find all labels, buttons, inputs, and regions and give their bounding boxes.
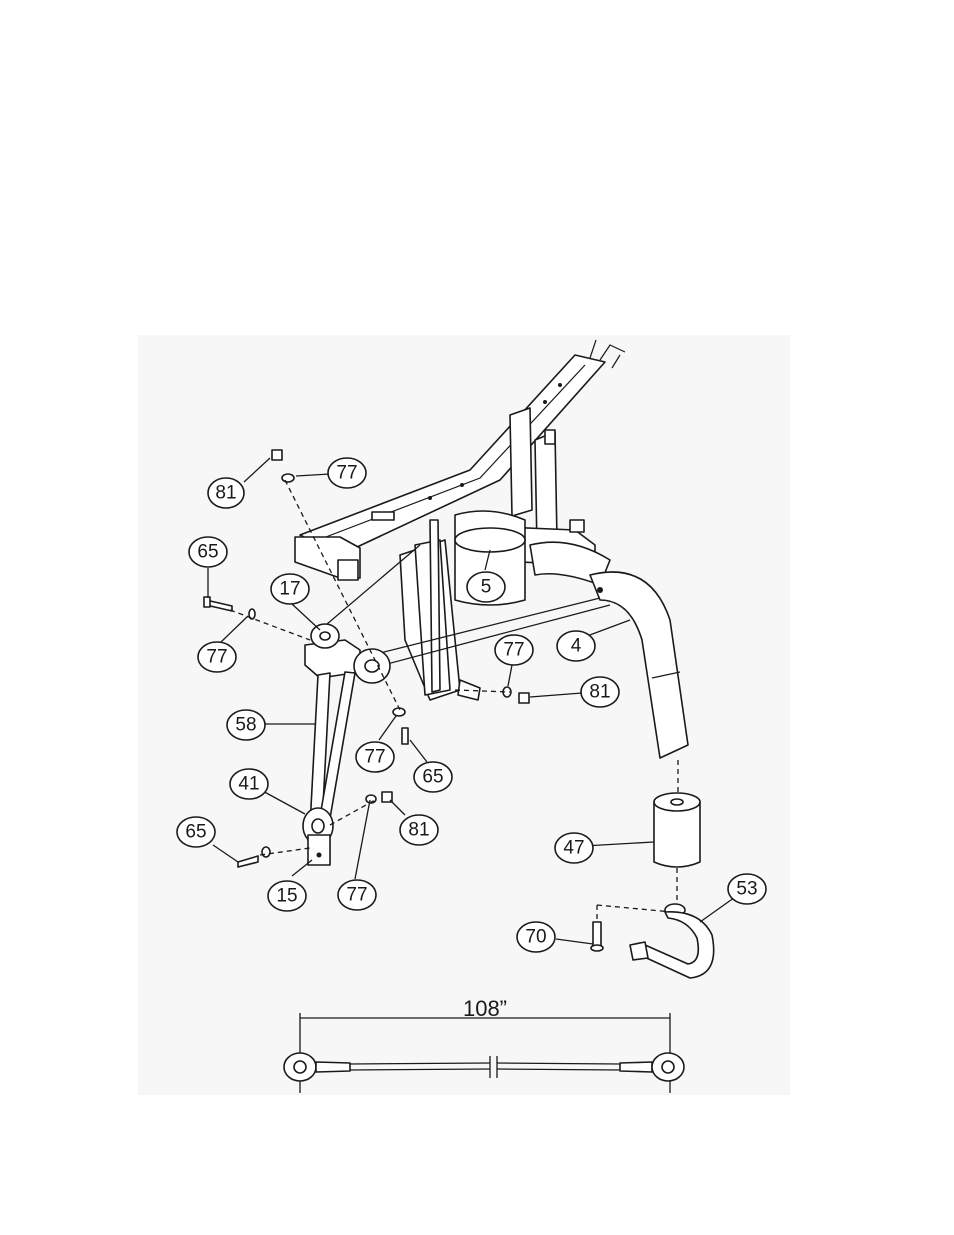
callout-77-top: 77 xyxy=(328,458,366,488)
pin xyxy=(591,922,603,951)
callout-47: 47 xyxy=(555,833,593,863)
callout-77-lower: 77 xyxy=(338,880,376,910)
svg-text:77: 77 xyxy=(336,463,357,484)
callout-70: 70 xyxy=(517,922,555,952)
svg-text:41: 41 xyxy=(238,774,259,795)
svg-text:81: 81 xyxy=(408,820,429,841)
callout-81-right: 81 xyxy=(581,677,619,707)
svg-text:77: 77 xyxy=(206,647,227,668)
svg-text:65: 65 xyxy=(197,542,218,563)
svg-text:70: 70 xyxy=(525,927,546,948)
cable-length-label: 108” xyxy=(463,996,507,1021)
svg-text:77: 77 xyxy=(346,885,367,906)
callout-65-left: 65 xyxy=(189,537,227,567)
svg-text:53: 53 xyxy=(736,879,757,900)
svg-text:47: 47 xyxy=(563,838,584,859)
svg-text:65: 65 xyxy=(185,822,206,843)
callout-41: 41 xyxy=(230,769,268,799)
callout-65-middle: 65 xyxy=(414,762,452,792)
svg-text:58: 58 xyxy=(235,715,256,736)
svg-text:5: 5 xyxy=(481,577,492,598)
svg-text:17: 17 xyxy=(279,579,300,600)
callout-77-right: 77 xyxy=(495,635,533,665)
svg-text:77: 77 xyxy=(364,747,385,768)
callout-77-middle: 77 xyxy=(356,742,394,772)
cable-ferrule-right xyxy=(620,1062,652,1072)
svg-text:77: 77 xyxy=(503,640,524,661)
sleeve-tube xyxy=(654,793,700,867)
callout-17: 17 xyxy=(271,574,309,604)
callout-65-lower: 65 xyxy=(177,817,215,847)
svg-text:4: 4 xyxy=(571,636,582,657)
callout-4: 4 xyxy=(557,631,595,661)
callout-58: 58 xyxy=(227,710,265,740)
svg-text:65: 65 xyxy=(422,767,443,788)
svg-text:81: 81 xyxy=(215,483,236,504)
svg-text:15: 15 xyxy=(276,886,297,907)
callout-77-left: 77 xyxy=(198,642,236,672)
callout-81-top: 81 xyxy=(208,478,244,508)
callout-5: 5 xyxy=(467,572,505,602)
callout-81-lower: 81 xyxy=(400,815,438,845)
callout-53: 53 xyxy=(728,874,766,904)
cable-ferrule-left xyxy=(316,1062,350,1072)
svg-text:81: 81 xyxy=(589,682,610,703)
callout-15: 15 xyxy=(268,881,306,911)
